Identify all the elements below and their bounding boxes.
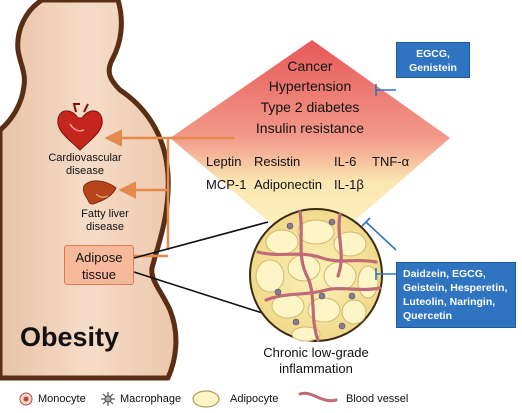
adipokine-adiponectin: Adiponectin (254, 177, 322, 192)
inflammation-line-1: Chronic low-grade (263, 345, 369, 360)
heart-label-line-1: Cardiovascular (48, 152, 122, 164)
adipokine-mcp1: MCP-1 (206, 177, 247, 192)
legend-macrophage: Macrophage (120, 393, 182, 405)
macrophage-icon (101, 392, 115, 406)
heart-icon (57, 103, 103, 151)
inflammation-label: Chronic low-grade inflammation (236, 345, 396, 377)
adipokine-resistin: Resistin (254, 154, 301, 169)
heart-label-line-2: disease (66, 165, 104, 177)
adipokine-il6: IL-6 (334, 154, 357, 169)
adipose-label-line-2: tissue (82, 267, 116, 282)
monocyte-icon (19, 392, 33, 406)
liver-label-line-1: Fatty liver (81, 208, 129, 220)
legend-blood-vessel: Blood vessel (346, 393, 409, 405)
adipose-tissue-circle (249, 208, 383, 342)
blood-vessel-icon (298, 391, 338, 403)
adipocyte-icon (192, 390, 220, 408)
inhibitor-top-line-1: EGCG, (416, 48, 450, 60)
adipokine-il1-beta: IL-1β (334, 177, 364, 192)
inflammation-line-2: inflammation (279, 361, 353, 376)
liver-icon (83, 180, 117, 205)
liver-label-line-2: disease (86, 221, 124, 233)
inhibitor-right-line-3: Luteolin, Naringin, (403, 296, 496, 308)
heart-label: Cardiovascular disease (30, 152, 140, 178)
disease-diamond (170, 40, 450, 258)
legend-adipocyte: Adipocyte (230, 393, 279, 405)
inhibitor-top-line-2: Genistein (409, 62, 457, 74)
disease-cancer: Cancer (287, 58, 333, 74)
adipose-label-line-1: Adipose (75, 250, 123, 265)
disease-hypertension: Hypertension (268, 78, 352, 94)
adipose-tissue-box: Adipose tissue (64, 245, 134, 285)
inhibitor-right-line-2: Geistein, Hesperetin, (403, 282, 508, 294)
adipose-connector-lines (133, 221, 279, 319)
liver-label: Fatty liver disease (60, 208, 150, 234)
inhibitor-box-top: EGCG, Genistein (396, 42, 470, 78)
legend-glyphs (19, 390, 338, 408)
inhibitor-right-line-4: Quercetin (403, 310, 453, 322)
adipokine-leptin: Leptin (206, 154, 242, 169)
disease-type2-diabetes: Type 2 diabetes (260, 99, 360, 115)
inhibitor-box-right: Daidzein, EGCG, Geistein, Hesperetin, Lu… (396, 262, 516, 328)
inhibitor-right-line-1: Daidzein, EGCG, (403, 268, 486, 280)
obesity-title: Obesity (20, 322, 120, 352)
disease-insulin-resistance: Insulin resistance (255, 120, 365, 136)
legend-monocyte: Monocyte (38, 393, 86, 405)
adipokine-tnf-alpha: TNF-α (372, 154, 410, 169)
inhibitor-lines (361, 84, 397, 280)
